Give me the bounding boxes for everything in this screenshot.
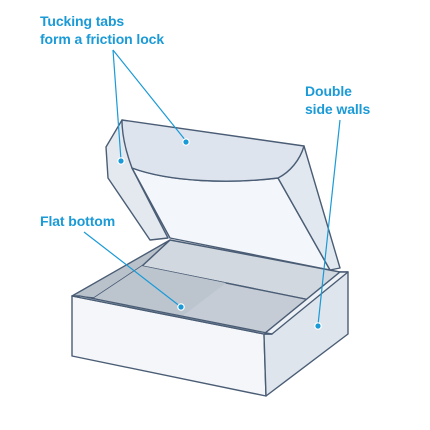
callout-dot-tucking-left: [117, 157, 125, 165]
lid: [105, 119, 341, 271]
tucking-tabs-line2: form a friction lock: [40, 31, 165, 47]
double-side-walls-label: Double side walls: [305, 82, 370, 118]
lid-top-face: [121, 119, 305, 182]
callout-lines: [83, 49, 341, 326]
flat-bottom-label: Flat bottom: [40, 212, 115, 230]
double-side-walls-line1: Double: [305, 83, 352, 99]
callout-dot-tucking-right: [182, 138, 190, 146]
callout-dots: [117, 138, 322, 330]
tucking-tabs-label: Tucking tabs form a friction lock: [40, 12, 164, 48]
tucking-tabs-line1: Tucking tabs: [40, 13, 125, 29]
callout-dot-double-walls: [314, 322, 322, 330]
double-side-walls-line2: side walls: [305, 101, 371, 117]
callout-line-flat-bottom: [83, 231, 182, 308]
box-base: [71, 239, 349, 397]
callout-line-tucking-left: [112, 49, 122, 161]
flat-bottom-line1: Flat bottom: [40, 213, 116, 229]
callout-line-tucking-right: [112, 49, 187, 142]
callout-dot-flat-bottom: [177, 303, 185, 311]
front-rim: [71, 295, 273, 335]
callout-line-double-walls: [317, 119, 341, 326]
